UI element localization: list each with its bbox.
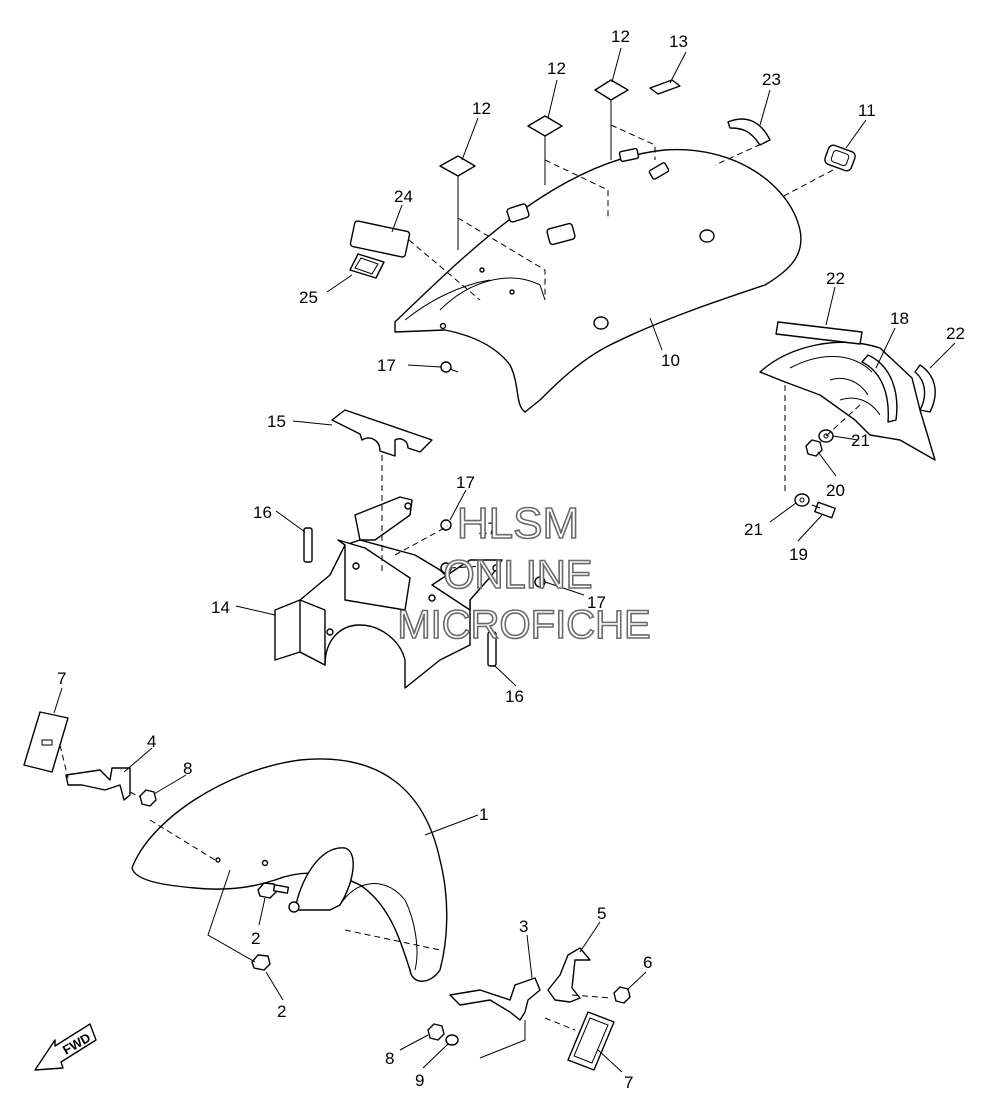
callout-1: 1: [479, 805, 488, 824]
callout-22-b: 22: [946, 324, 965, 343]
callout-25: 25: [299, 288, 318, 307]
callout-numbers: 12 12 12 13 23 11 24 25 17 10 22 18 22 2…: [57, 27, 965, 1092]
decal-12-b: [527, 115, 563, 137]
callout-17-c: 17: [478, 519, 497, 538]
reflector-7-a: [23, 711, 69, 773]
callout-24: 24: [394, 187, 413, 206]
clip-16-a: [303, 527, 313, 563]
callout-12-c: 12: [611, 27, 630, 46]
pad-22-b: [914, 364, 936, 413]
bolt-2-a: [257, 882, 290, 899]
callout-7-b: 7: [624, 1073, 633, 1092]
callout-23: 23: [762, 70, 781, 89]
plate-15: [331, 409, 433, 457]
callout-14: 14: [211, 598, 230, 617]
plate-25: [349, 253, 385, 279]
watermark-line-3: MICROFICHE: [397, 603, 650, 647]
callout-6: 6: [643, 953, 652, 972]
bracket-4: [65, 767, 131, 801]
inner-fender-14: [274, 496, 503, 689]
nut-8-a: [139, 789, 157, 807]
screw-17-b: [440, 519, 452, 531]
reflector-24: [349, 220, 411, 258]
callout-9: 9: [415, 1071, 424, 1090]
clamp-5: [547, 947, 591, 1003]
washer-9: [445, 1034, 459, 1046]
washer-21-b: [794, 493, 810, 507]
decal-23: [727, 118, 771, 146]
screw-17-a: [440, 361, 459, 373]
callout-5: 5: [597, 904, 606, 923]
decal-12-a: [439, 155, 476, 177]
callout-13: 13: [669, 32, 688, 51]
callout-3: 3: [519, 917, 528, 936]
stay-3: [449, 977, 541, 1021]
decal-12-c: [594, 79, 629, 101]
watermark: HLSM ONLINE MICROFICHE: [397, 498, 652, 648]
callout-4: 4: [147, 732, 156, 751]
bolt-19: [811, 501, 836, 519]
nut-8-b: [427, 1023, 445, 1041]
watermark-line-1: HLSM: [457, 499, 579, 548]
callout-22-a: 22: [826, 269, 845, 288]
callout-19: 19: [789, 545, 808, 564]
decal-13: [649, 79, 681, 95]
callout-7-a: 7: [57, 669, 66, 688]
callout-12-b: 12: [547, 59, 566, 78]
callout-18: 18: [890, 309, 909, 328]
clip-16-b: [487, 631, 497, 667]
callout-11: 11: [858, 101, 876, 120]
callout-21-a: 21: [851, 431, 870, 450]
callout-8-a: 8: [183, 759, 192, 778]
watermark-line-2: ONLINE: [444, 553, 593, 597]
leader-lines: [53, 47, 956, 1073]
forward-arrow-icon: FWD: [34, 1023, 97, 1071]
callout-20: 20: [826, 481, 845, 500]
callout-2-a: 2: [251, 929, 260, 948]
callout-17-a: 17: [377, 356, 396, 375]
callout-8-b: 8: [385, 1049, 394, 1068]
taillight-bracket-18: [759, 341, 936, 461]
reflector-7-b: [567, 1011, 615, 1071]
callout-15: 15: [267, 412, 286, 431]
cap-11: [824, 144, 856, 172]
pad-22-a: [775, 321, 863, 345]
callout-2-b: 2: [277, 1002, 286, 1021]
bolt-2-b: [251, 954, 271, 971]
front-fender: [131, 758, 448, 982]
callout-17-b: 17: [456, 473, 475, 492]
callout-12-a: 12: [472, 99, 491, 118]
callout-16-a: 16: [253, 503, 272, 522]
callout-17-d: 17: [587, 593, 606, 612]
callout-16-b: 16: [505, 687, 524, 706]
rear-fender: [394, 147, 802, 413]
callout-10: 10: [661, 351, 680, 370]
bolt-6: [613, 986, 631, 1004]
callout-21-b: 21: [744, 520, 763, 539]
